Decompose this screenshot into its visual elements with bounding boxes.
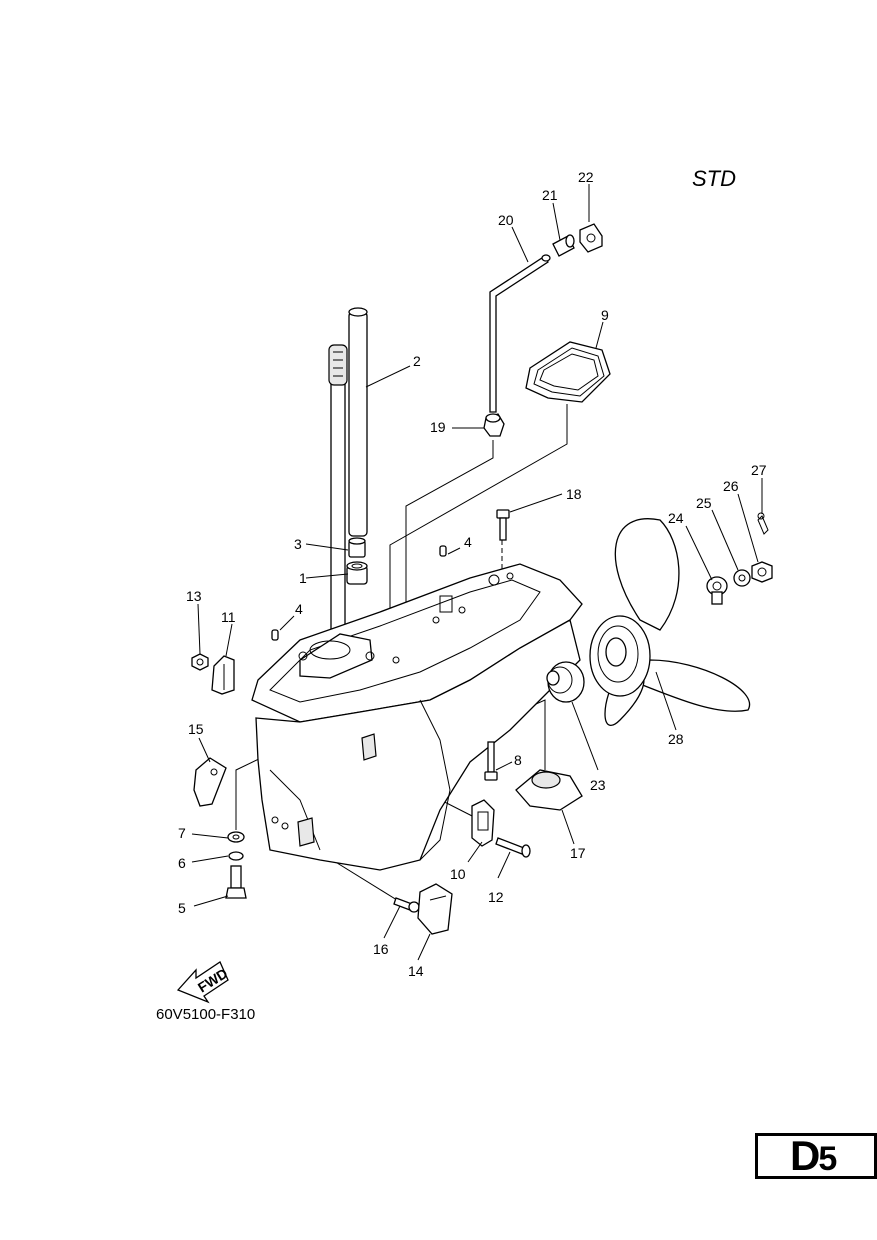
page-code-number: 5 [818, 1140, 837, 1178]
bolt-8 [484, 741, 498, 781]
bolt-16 [393, 897, 420, 913]
bushing-3 [348, 537, 366, 558]
callout-1: 1 [299, 570, 307, 586]
callout-28: 28 [668, 731, 684, 747]
lower-casing [251, 563, 583, 871]
anode-15 [193, 757, 227, 807]
callout-17: 17 [570, 845, 586, 861]
callout-19: 19 [430, 419, 446, 435]
callout-5: 5 [178, 900, 186, 916]
drawing-code: 60V5100-F310 [156, 1006, 256, 1023]
shift-rod [489, 254, 551, 413]
callout-11: 11 [221, 609, 236, 625]
bolt-5 [225, 865, 247, 899]
spacer-23 [546, 661, 585, 703]
callout-10: 10 [450, 866, 466, 882]
callout-4b: 4 [295, 601, 303, 617]
callout-9: 9 [601, 307, 609, 323]
callout-23: 23 [590, 777, 606, 793]
callout-2: 2 [413, 353, 421, 369]
callout-18: 18 [566, 486, 582, 502]
callout-12: 12 [488, 889, 504, 905]
callout-3: 3 [294, 536, 302, 552]
screw-12 [495, 837, 531, 858]
seal-1 [346, 561, 368, 585]
callout-4a: 4 [464, 534, 472, 550]
fwd-arrow: FWD [176, 961, 230, 1004]
callout-leaders [191, 184, 763, 961]
sleeve-21 [552, 234, 575, 257]
callout-26: 26 [723, 478, 739, 494]
callout-15: 15 [188, 721, 204, 737]
page-code: D5 [790, 1132, 837, 1180]
callout-7: 7 [178, 825, 186, 841]
gasket-9 [525, 341, 611, 403]
callout-20: 20 [498, 212, 514, 228]
grommet-10 [471, 799, 495, 847]
callout-27: 27 [751, 462, 767, 478]
callout-21: 21 [542, 187, 558, 203]
anode-11 [211, 655, 235, 695]
washer-6 [228, 851, 244, 861]
propeller [589, 518, 751, 727]
callout-numbers: 1 2 3 4 4 5 6 7 8 9 10 11 12 13 14 15 16… [178, 169, 767, 979]
nut-13 [191, 653, 209, 671]
washer-25 [733, 569, 751, 587]
washer-24 [706, 576, 728, 605]
callout-6: 6 [178, 855, 186, 871]
callout-13: 13 [186, 588, 202, 604]
anode-14 [417, 883, 453, 935]
callout-24: 24 [668, 510, 684, 526]
nut-26 [751, 561, 773, 583]
callout-22: 22 [578, 169, 594, 185]
anode-17 [515, 769, 583, 811]
callout-8: 8 [514, 752, 522, 768]
bolt-18 [496, 509, 510, 541]
clip-22 [579, 223, 603, 253]
callout-25: 25 [696, 495, 712, 511]
cotter-pin-27 [757, 512, 769, 535]
callout-14: 14 [408, 963, 424, 979]
drive-shaft [328, 307, 368, 638]
page-code-box: D5 [755, 1132, 877, 1180]
variant-label: STD [692, 166, 736, 191]
page-code-letter: D [790, 1132, 820, 1179]
dowel-pins [271, 545, 447, 641]
washer-7 [227, 831, 245, 843]
callout-16: 16 [373, 941, 389, 957]
grommet-19 [483, 413, 505, 437]
